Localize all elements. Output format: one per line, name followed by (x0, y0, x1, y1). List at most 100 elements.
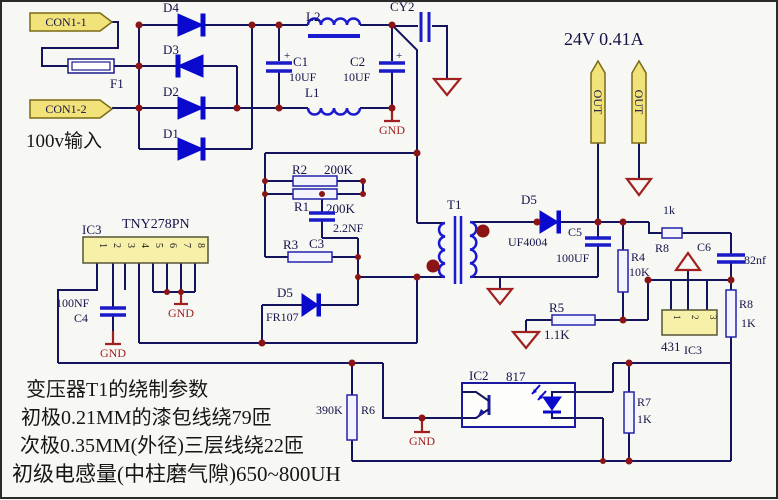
r8v-label: R8 (739, 297, 753, 311)
r4-label: R4 (631, 250, 645, 264)
diode-d3 (175, 54, 204, 78)
r6-value: 390K (316, 403, 343, 417)
c2-plus: + (396, 50, 402, 62)
diode-d2 (177, 96, 206, 120)
ic2-part-label: 817 (506, 369, 526, 384)
d2-label: D2 (163, 84, 179, 99)
svg-text:6: 6 (167, 243, 178, 248)
c1-plus: + (284, 50, 290, 62)
d4-label: D4 (163, 0, 179, 15)
r5-value: 1.1K (544, 327, 570, 342)
output-rating-text: 24V 0.41A (564, 29, 644, 49)
fuse-f1 (67, 58, 115, 74)
tl431-ref-label: IC3 (684, 343, 702, 357)
gnd-label-filter: GND (379, 123, 405, 137)
bridge-wires (138, 24, 279, 150)
secondary-polarity-dot (476, 224, 490, 238)
note-line-4: 初级电感量(中柱磨气隙)650~800UH (12, 462, 341, 486)
input-voltage-text: 100v输入 (26, 130, 102, 152)
junction-dots (135, 21, 735, 465)
tl431-pin-numbers: 1 2 3 (672, 315, 718, 320)
transformer-t1 (426, 216, 490, 284)
con1-1-connector (29, 12, 114, 32)
optocoupler-ic2 (461, 382, 576, 428)
ic1-part-label: TNY278PN (122, 217, 190, 232)
svg-text:1: 1 (672, 315, 682, 320)
r8h-label: R8 (655, 241, 669, 255)
d5-clamp-part: FR107 (266, 310, 299, 324)
out2-connector (631, 59, 647, 144)
c6-label: C6 (697, 240, 711, 254)
r2-value: 200K (324, 162, 354, 177)
r8v-value: 1K (741, 316, 756, 330)
diode-d5-fr107 (301, 293, 321, 317)
svg-text:3: 3 (708, 315, 718, 320)
svg-text:1: 1 (97, 243, 108, 248)
c2-value: 10UF (343, 70, 371, 84)
c1-value: 10UF (289, 70, 317, 84)
capacitor-c3 (309, 211, 335, 222)
r5-label: R5 (549, 300, 564, 315)
con1-1-label: CON1-1 (45, 15, 86, 29)
clamp-wires (138, 152, 445, 344)
fuse-label: F1 (110, 76, 124, 91)
ic1-pin-numbers: 1 2 3 4 5 6 7 8 (97, 243, 206, 248)
note-line-1: 变压器T1的绕制参数 (26, 378, 208, 401)
c4-value: 100NF (56, 296, 90, 310)
c6-value: 82nf (744, 253, 766, 267)
cy2-label: CY2 (390, 0, 415, 14)
resistor-r7 (623, 391, 635, 434)
r7-label: R7 (637, 395, 651, 409)
ground-symbol-c4 (105, 331, 121, 346)
con1-2-connector (29, 99, 114, 119)
tl431-reference-triangle (673, 251, 703, 272)
note-line-2: 初极0.21MM的漆包线绕79匝 (21, 406, 272, 429)
svg-text:3: 3 (125, 243, 136, 248)
resistor-r8-vertical (725, 289, 737, 338)
r2-label: R2 (292, 162, 307, 177)
c5-label: C5 (568, 225, 582, 239)
tl431-part-label: 431 (661, 339, 681, 354)
secondary-wires (352, 143, 732, 462)
capacitor-cy2 (419, 12, 431, 42)
capacitor-c1 (266, 61, 292, 73)
ic1-ref-label: IC3 (82, 222, 102, 237)
r8h-value: 1k (663, 203, 675, 217)
ic2-ref-label: IC2 (469, 368, 489, 383)
diode-d4 (177, 13, 206, 37)
capacitor-c6 (717, 253, 745, 264)
opto-led (542, 396, 562, 411)
svg-text:2: 2 (690, 315, 700, 320)
svg-text:5: 5 (153, 243, 164, 248)
svg-text:2: 2 (111, 243, 122, 248)
resistor-r2 (292, 175, 338, 187)
controller-wires (57, 263, 462, 461)
gnd-label-source: GND (168, 306, 194, 320)
primary-polarity-dot (426, 259, 440, 273)
r1-label: R1 (294, 199, 309, 214)
resistor-r3 (287, 251, 333, 263)
con1-2-label: CON1-2 (45, 102, 86, 116)
ground-triangle-cy2 (431, 77, 463, 97)
resistor-r4 (617, 249, 629, 293)
d5-out-label: D5 (521, 192, 537, 207)
r7-value: 1K (637, 412, 652, 426)
gnd-label-opto: GND (409, 434, 435, 448)
ground-triangle-r5 (510, 330, 542, 350)
out1-connector (590, 59, 606, 144)
diode-d5-uf4004 (539, 210, 561, 234)
d1-label: D1 (163, 126, 179, 141)
c3-value: 2.2NF (333, 221, 364, 235)
transformer-notes: 变压器T1的绕制参数 初极0.21MM的漆包线绕79匝 次极0.35MM(外径)… (12, 378, 341, 486)
resistor-r6 (346, 394, 358, 441)
capacitor-c4 (100, 306, 126, 317)
d5-clamp-label: D5 (277, 285, 293, 300)
out1-label: OUT (591, 90, 605, 115)
capacitor-c2 (379, 61, 405, 73)
r3-label: R3 (283, 237, 298, 252)
out2-label: OUT (632, 90, 646, 115)
l2-label: L2 (306, 9, 320, 24)
